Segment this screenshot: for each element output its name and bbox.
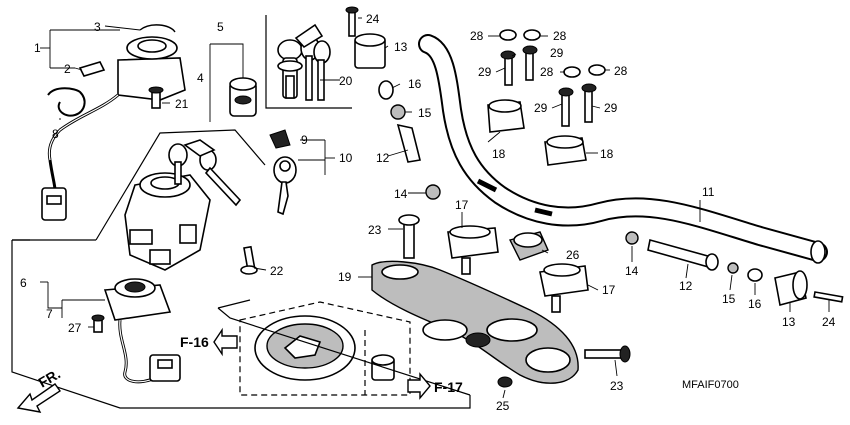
- front-label: FR.: [36, 365, 64, 390]
- lock-cylinder: [229, 77, 257, 117]
- ref-f17: F-17: [434, 379, 463, 395]
- callout-16-right: 16: [748, 297, 762, 311]
- callout-24-right: 24: [822, 315, 836, 329]
- front-arrow-icon: [16, 383, 61, 413]
- callout-21: 21: [175, 97, 189, 111]
- callout-3: 3: [94, 20, 101, 34]
- callout-labels: 1 2 3 4 5 6 7 8 9 10 11 12 12 13 13 14 1…: [20, 12, 836, 413]
- callout-29-a: 29: [478, 65, 492, 79]
- callout-10: 10: [339, 151, 353, 165]
- keys: [269, 129, 297, 216]
- f16-arrow-icon: [213, 327, 238, 357]
- reference-arrows: [16, 327, 431, 413]
- callout-5: 5: [217, 20, 224, 34]
- misc-bolts: [240, 245, 258, 275]
- ignition-sub-switch: [91, 278, 181, 384]
- handlebar-weight-right: [625, 231, 844, 306]
- top-bridge: [371, 260, 579, 384]
- callout-27: 27: [68, 321, 82, 335]
- callout-8: 8: [52, 127, 59, 141]
- callout-17-top: 17: [455, 198, 469, 212]
- callout-24-top: 24: [366, 12, 380, 26]
- callout-9: 9: [301, 133, 308, 147]
- handlebar: [418, 34, 828, 264]
- callout-22: 22: [270, 264, 284, 278]
- callout-25: 25: [496, 399, 510, 413]
- fuel-cap-inset: [239, 301, 411, 396]
- callout-17-bottom: 17: [602, 283, 616, 297]
- callout-26: 26: [566, 248, 580, 262]
- callout-23-bottom: 23: [610, 379, 624, 393]
- callout-14-right: 14: [625, 264, 639, 278]
- callout-29-b: 29: [550, 46, 564, 60]
- callout-15-top: 15: [418, 106, 432, 120]
- callout-28-b: 28: [553, 29, 567, 43]
- drawing-code: MFAIF0700: [682, 379, 739, 391]
- callout-4: 4: [197, 71, 204, 85]
- callout-20: 20: [339, 74, 353, 88]
- key-set-inset: [265, 15, 352, 109]
- callout-15-right: 15: [722, 292, 736, 306]
- ignition-switch: [41, 24, 186, 221]
- callout-23-left: 23: [368, 223, 382, 237]
- callout-12-right: 12: [679, 279, 693, 293]
- callout-29-c: 29: [534, 101, 548, 115]
- ignition-lock-assembly: [95, 129, 266, 271]
- callout-6: 6: [20, 276, 27, 290]
- callout-14-left: 14: [394, 187, 408, 201]
- ref-f16: F-16: [180, 334, 209, 350]
- bottom-bolts: [497, 345, 631, 388]
- callout-11: 11: [702, 185, 715, 199]
- callout-18-right: 18: [600, 147, 614, 161]
- holder-bolts: [499, 29, 606, 127]
- leader-lines: [59, 17, 830, 399]
- handlebar-holders: [447, 99, 589, 313]
- callout-28-c: 28: [540, 65, 554, 79]
- callout-28-a: 28: [470, 29, 484, 43]
- f17-arrow-icon: [407, 372, 431, 400]
- callout-29-d: 29: [604, 101, 618, 115]
- callout-2: 2: [64, 62, 71, 76]
- callout-16-top: 16: [408, 77, 422, 91]
- callout-12-left: 12: [376, 151, 390, 165]
- callout-7: 7: [46, 307, 53, 321]
- callout-13-top: 13: [394, 40, 408, 54]
- callout-28-d: 28: [614, 64, 628, 78]
- callout-18-top: 18: [492, 147, 506, 161]
- bracket-lines: [11, 29, 471, 409]
- callout-13-right: 13: [782, 315, 796, 329]
- callout-19: 19: [338, 270, 352, 284]
- callout-1: 1: [34, 41, 41, 55]
